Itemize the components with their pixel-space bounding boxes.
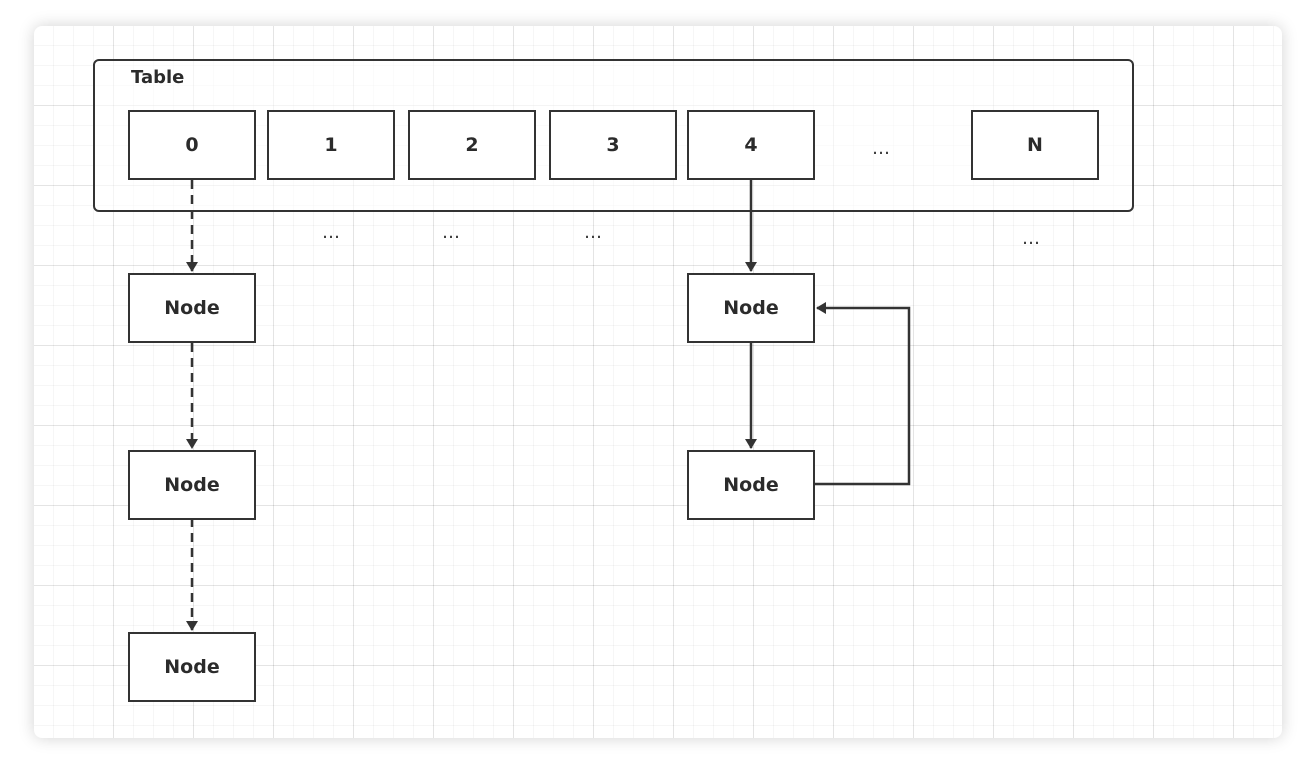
ellipsis-below-slot-n: …: [1022, 228, 1043, 249]
right-chain-node-1: Node: [687, 273, 815, 343]
ellipsis-below-slot-2: …: [442, 222, 463, 243]
table-slot-1: 1: [267, 110, 395, 180]
loop-back-arrow: [815, 302, 911, 486]
table-slot-4: 4: [687, 110, 815, 180]
table-label: Table: [131, 67, 185, 88]
diagram-canvas: Table 0 1 2 3 4 … N … … … … Node Node No…: [34, 26, 1282, 738]
connector-layer: [186, 180, 911, 631]
table-slot-3: 3: [549, 110, 677, 180]
left-chain-node-2: Node: [128, 450, 256, 520]
right-chain-node-2: Node: [687, 450, 815, 520]
table-slot-2: 2: [408, 110, 536, 180]
left-chain-node-3: Node: [128, 632, 256, 702]
left-chain-node-1: Node: [128, 273, 256, 343]
table-slot-ellipsis: …: [872, 138, 893, 159]
ellipsis-below-slot-3: …: [584, 222, 605, 243]
ellipsis-below-slot-1: …: [322, 222, 343, 243]
table-slot-n: N: [971, 110, 1099, 180]
table-slot-0: 0: [128, 110, 256, 180]
